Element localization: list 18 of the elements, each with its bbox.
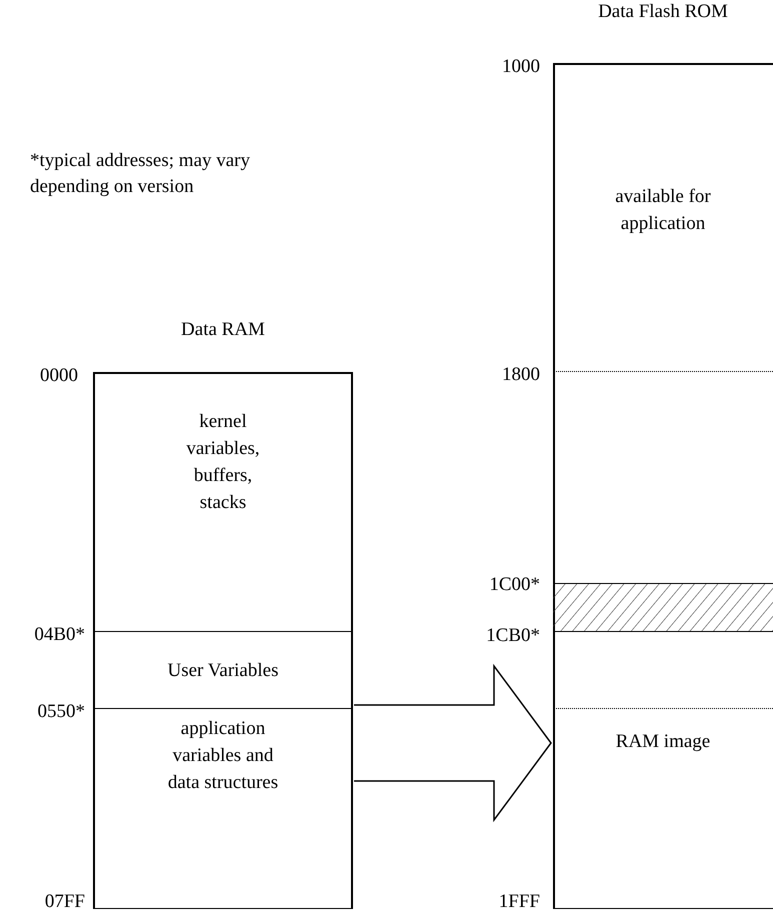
- address-label: 1800: [501, 363, 540, 387]
- region-label: kernel variables, buffers, stacks: [185, 410, 261, 515]
- address-label: 0550*: [36, 700, 85, 724]
- memory-title: Data RAM: [180, 318, 266, 342]
- address-label: 1FFF: [498, 890, 540, 911]
- region-label: available for application: [614, 185, 712, 236]
- address-label: 1000: [501, 55, 540, 79]
- address-label: 07FF: [44, 890, 85, 911]
- region-label: RAM image: [616, 730, 710, 754]
- memory-title: Data Flash ROM: [597, 0, 729, 24]
- address-label: 1C00*: [488, 573, 540, 597]
- footnote: *typical addresses; may vary depending on version: [30, 149, 252, 199]
- region-label: application variables and data structures: [166, 717, 280, 795]
- address-label: 0000: [39, 364, 78, 388]
- address-label: 04B0*: [33, 623, 85, 647]
- block-arrow: [353, 664, 552, 822]
- region-label: User Variables: [168, 658, 278, 682]
- address-label: 1CB0*: [485, 624, 540, 648]
